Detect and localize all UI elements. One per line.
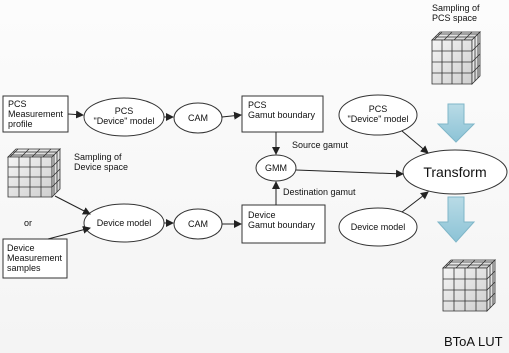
source-gamut-label: Source gamut [292, 140, 349, 150]
pcs-gamut-boundary-box [241, 95, 324, 133]
device-model-right-ellipse [338, 207, 418, 247]
sampling-pcs-space-label: Sampling of PCS space [432, 3, 480, 23]
device-space-cube-icon [7, 148, 61, 198]
sampling-device-space-label: Sampling of Device space [74, 152, 129, 172]
pcs-measurement-profile-box [2, 95, 69, 133]
btoa-lut-label: BToA LUT [444, 334, 503, 349]
destination-gamut-label: Destination gamut [283, 187, 356, 197]
device-measurement-samples-label: Device Measurement samples [7, 243, 63, 273]
pcs-space-cube-icon [431, 31, 481, 85]
pcs-device-model-right-ellipse [338, 94, 418, 136]
device-measurement-samples-box [2, 238, 68, 279]
gmm-label: GMM [265, 163, 287, 173]
pcs-device-model-left-label: PCS "Device" model [93, 106, 155, 126]
blue-down-arrow-bottom [436, 196, 476, 243]
pcs-measurement-profile-label: PCS Measurement profile [8, 99, 64, 129]
pcs-gamut-boundary-label: PCS Gamut boundary [248, 100, 316, 120]
arrow-pcs-model-right-to-transform [401, 130, 429, 154]
arrow-device-sampling-to-device-model [54, 195, 91, 215]
pcs-device-model-right-label: PCS "Device" model [347, 104, 409, 124]
arrow-device-model-right-to-transform [401, 191, 429, 213]
or-label: or [24, 218, 33, 228]
arrow-measurement-samples-to-device-model [47, 225, 91, 240]
blue-down-arrow-top [436, 103, 476, 143]
transform-label: Transform [423, 164, 487, 180]
cam-top-label: CAM [188, 113, 208, 123]
cam-bottom-label: CAM [188, 219, 208, 229]
arrow-profile-to-pcs-model [67, 110, 84, 119]
device-gamut-boundary-label: Device Gamut boundary [248, 210, 316, 230]
device-gamut-boundary-box [241, 204, 326, 244]
cam-top-ellipse [173, 102, 223, 134]
btoa-lut-cube-icon [442, 259, 496, 312]
arrow-gmm-to-transform [295, 169, 404, 178]
device-model-right-label: Device model [350, 222, 406, 232]
arrow-cam-to-pcs-gamut [221, 111, 242, 120]
device-model-left-label: Device model [96, 218, 152, 228]
